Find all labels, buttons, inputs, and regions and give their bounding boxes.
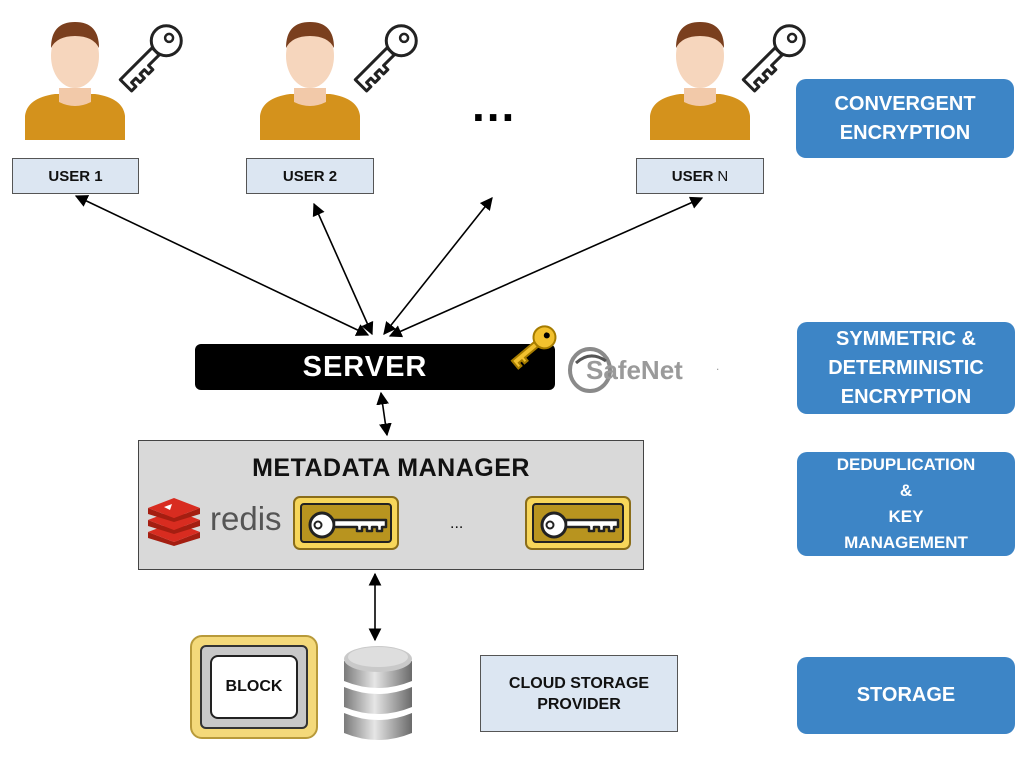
arrow-userN-server (388, 196, 704, 338)
cloud-storage-line-1: CLOUD STORAGE (508, 674, 650, 692)
layer-line: DEDUPLICATION (836, 455, 976, 474)
server-label: SERVER (302, 350, 428, 383)
key-icon (308, 511, 388, 539)
arrow-dots-server (383, 196, 493, 336)
user-2-label: USER 2 (246, 158, 374, 194)
layer-line: STORAGE (856, 684, 956, 706)
user-n-text: USER (671, 167, 714, 185)
key-icon (540, 511, 620, 539)
block-label: BLOCK (210, 655, 298, 719)
redis-logo-icon (148, 498, 200, 546)
layer-line: & (899, 481, 913, 500)
user-n-label: USER N (636, 158, 764, 194)
layer-line: SYMMETRIC & (836, 327, 976, 350)
layer-line: ENCRYPTION (839, 121, 971, 144)
key-icon (741, 24, 806, 93)
safenet-logo-text: SafeNet (586, 355, 683, 385)
user-2-text: USER 2 (282, 167, 338, 185)
layer-convergent-encryption: CONVERGENT ENCRYPTION (796, 79, 1014, 158)
safenet-logo: SafeNet . (568, 345, 728, 400)
user-1-text: USER 1 (48, 167, 103, 185)
user-avatar-icon (25, 22, 125, 140)
safenet-logo-icon (568, 347, 612, 393)
cloud-storage-provider-box: CLOUD STORAGE PROVIDER (480, 655, 678, 732)
layer-line: CONVERGENT (834, 92, 976, 115)
layer-symmetric-deterministic: SYMMETRIC & DETERMINISTIC ENCRYPTION (797, 322, 1015, 414)
gold-key-icon (510, 325, 557, 370)
block-icon: BLOCK (190, 635, 318, 739)
more-users-ellipsis: ... (472, 79, 517, 131)
arrow-user1-server (74, 195, 370, 336)
key-icon (118, 24, 183, 93)
database-icon (344, 646, 412, 740)
arrow-user2-server (312, 202, 374, 336)
server-box: SERVER (195, 344, 555, 390)
arrow-server-metadata (376, 391, 392, 437)
layer-line: ENCRYPTION (840, 385, 972, 408)
layer-storage: STORAGE (797, 657, 1015, 734)
metadata-key-card-n (525, 496, 631, 550)
user-1-label: USER 1 (12, 158, 139, 194)
layer-line: MANAGEMENT (844, 533, 968, 552)
safenet-logo-tm: . (716, 359, 720, 373)
user-n-suffix: N (717, 167, 729, 185)
key-icon (353, 24, 418, 93)
redis-logo-text: redis (210, 500, 282, 537)
user-avatar-icon (650, 22, 750, 140)
user-avatar-icon (260, 22, 360, 140)
metadata-key-card-1 (293, 496, 399, 550)
layer-line: DETERMINISTIC (828, 356, 984, 379)
layer-line: KEY (888, 507, 924, 526)
cloud-storage-line-2: PROVIDER (537, 695, 621, 713)
key-chain-ellipsis: ... (450, 515, 464, 532)
layer-deduplication-key-management: DEDUPLICATION & KEY MANAGEMENT (797, 452, 1015, 556)
metadata-manager-title: METADATA MANAGER (252, 454, 530, 482)
